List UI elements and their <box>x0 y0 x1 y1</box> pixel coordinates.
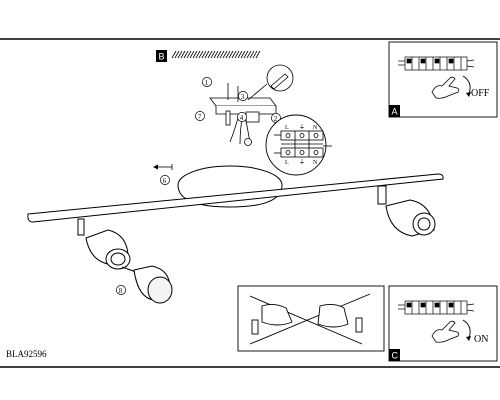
terminal-top-l: L <box>285 125 289 131</box>
hatch-stroke <box>213 50 219 59</box>
callout-6: 6 <box>160 175 170 185</box>
panel-a-terminal-block <box>398 56 475 71</box>
terminal-wiring-detail: L ⏚ N L ⏚ N <box>265 114 332 176</box>
callout-2-label: 2 <box>274 115 278 123</box>
panel-b-badge-label: B <box>159 52 165 62</box>
hatch-stroke <box>174 50 180 59</box>
callout-4-label: 4 <box>240 114 244 122</box>
hatch-stroke <box>255 50 261 59</box>
terminal-bottom-earth: ⏚ <box>299 159 305 166</box>
hatch-stroke <box>246 50 252 59</box>
hatch-stroke <box>207 50 213 59</box>
hatch-stroke <box>240 50 246 59</box>
hatch-stroke <box>204 50 210 59</box>
hatch-stroke <box>222 50 228 59</box>
prohibited-installation-box <box>237 285 385 352</box>
prohibited-cross-1 <box>249 295 363 345</box>
hatch-stroke <box>237 50 243 59</box>
screwdriver-icon <box>270 73 289 90</box>
panel-a-switch-label: OFF <box>471 88 490 99</box>
panel-c-rotation-arrow <box>462 319 471 339</box>
hatch-stroke <box>249 50 255 59</box>
hatch-stroke <box>189 50 195 59</box>
callout-6-label: 6 <box>163 177 167 185</box>
hatch-stroke <box>243 50 249 59</box>
panel-c-badge-label: C <box>392 351 399 361</box>
panel-c-hand-icon <box>431 320 460 343</box>
panel-c-terminal-block <box>398 300 475 315</box>
hatch-stroke <box>210 50 216 59</box>
hatch-stroke <box>201 50 207 59</box>
terminal-block <box>274 130 332 158</box>
terminal-top-n: N <box>313 125 318 131</box>
terminal-top-earth: ⏚ <box>299 124 305 131</box>
hatch-stroke <box>198 50 204 59</box>
panel-a-badge-label: A <box>392 107 398 117</box>
hatch-stroke <box>225 50 231 59</box>
wrong-spot-left <box>261 303 293 326</box>
model-code: BLA92596 <box>6 349 47 359</box>
hatch-stroke <box>216 50 222 59</box>
panel-c-rotation-arrowhead <box>466 336 471 341</box>
hatch-stroke <box>171 50 177 59</box>
hatch-stroke <box>228 50 234 59</box>
panel-a-frame <box>388 41 498 118</box>
washer <box>244 138 252 146</box>
panel-c-badge <box>389 349 400 361</box>
spotlight-fixture <box>27 165 444 304</box>
hatch-stroke <box>195 50 201 59</box>
callout-8: 8 <box>116 285 126 295</box>
terminal-bottom-l: L <box>285 160 289 166</box>
panel-b-hatch-bar <box>171 50 261 59</box>
wrong-spot-right <box>317 303 349 328</box>
callout-3: 3 <box>238 91 248 101</box>
panel-a-badge <box>389 105 400 117</box>
panel-a-hand-icon <box>431 76 460 99</box>
left-spot-head <box>77 218 131 270</box>
right-spot-head <box>377 185 436 237</box>
callout-3-label: 3 <box>241 93 245 101</box>
terminal-bottom-n: N <box>313 160 318 166</box>
hatch-stroke <box>177 50 183 59</box>
panel-c-frame <box>388 285 498 362</box>
callout-1: 1 <box>202 77 212 87</box>
drill-detail-leader <box>247 83 268 101</box>
hatch-stroke <box>234 50 240 59</box>
panel-a: A OFF <box>388 41 498 118</box>
hatch-stroke <box>231 50 237 59</box>
callout-8-label: 8 <box>119 287 123 295</box>
wall-plug <box>225 110 231 126</box>
panel-b-header: B <box>156 50 261 62</box>
mounting-bar <box>27 173 444 223</box>
panel-c-switch-label: ON <box>474 334 488 345</box>
cable-clamp <box>245 111 260 123</box>
step-6-arrow <box>153 164 173 170</box>
panel-b-badge <box>156 50 167 62</box>
hatch-stroke <box>186 50 192 59</box>
callout-7-label: 7 <box>198 113 202 121</box>
callout-1-label: 1 <box>205 79 209 87</box>
hatch-stroke <box>219 50 225 59</box>
callout-4: 4 <box>237 112 247 122</box>
terminal-detail-circle <box>265 114 327 176</box>
panel-a-rotation-arrowhead <box>466 92 471 97</box>
gu10-bulb <box>121 265 173 304</box>
prohibited-cross-2 <box>249 293 371 345</box>
hatch-stroke <box>192 50 198 59</box>
hatch-stroke <box>252 50 258 59</box>
callout-7: 7 <box>195 111 205 121</box>
hatch-stroke <box>180 50 186 59</box>
panel-a-rotation-arrow <box>462 75 471 95</box>
wrong-spot-mount-left <box>251 319 259 335</box>
panel-c: C ON <box>388 285 498 362</box>
hatch-stroke <box>183 50 189 59</box>
wrong-spot-mount-right <box>355 317 363 333</box>
